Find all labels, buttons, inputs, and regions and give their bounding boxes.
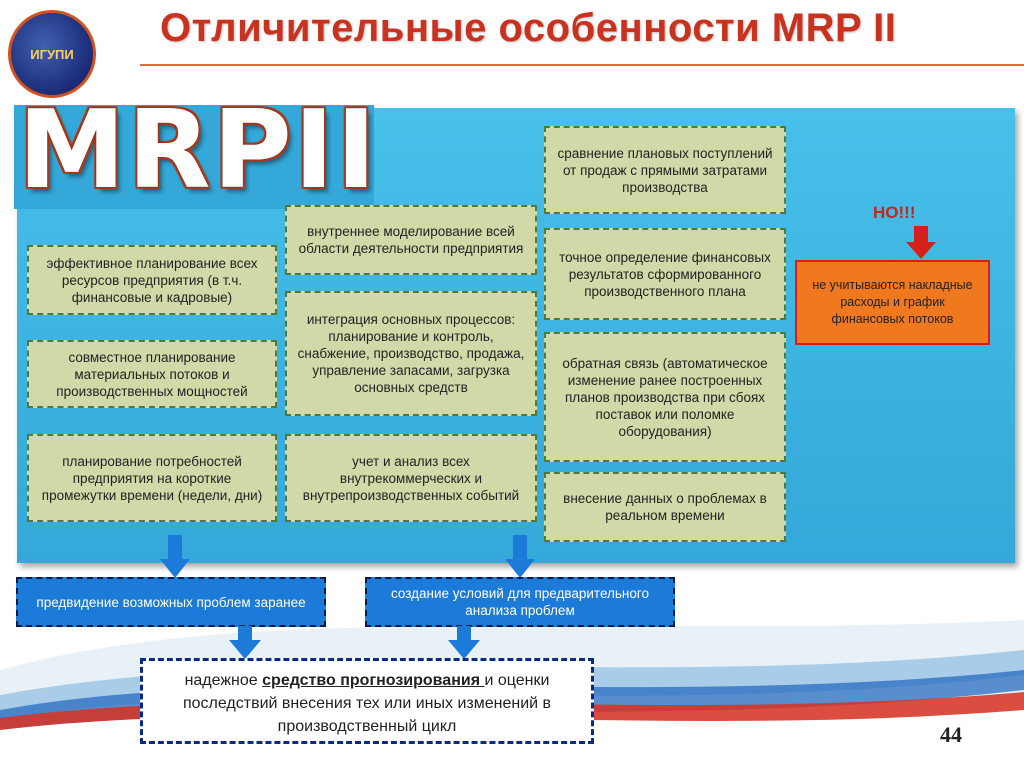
conclusion-box: надежное средство прогнозирования и оцен… <box>140 658 594 744</box>
caveat-box: не учитываются накладные расходы и графи… <box>795 260 990 345</box>
outcome-box-analysis: создание условий для предварительного ан… <box>365 577 675 627</box>
down-arrow-icon <box>906 226 936 259</box>
page-number: 44 <box>940 722 962 747</box>
conclusion-emphasis: средство прогнозирования <box>262 672 485 689</box>
feature-box-resource-planning: эффективное планирование всех ресурсов п… <box>27 245 277 315</box>
down-arrow-icon <box>160 535 190 578</box>
down-arrow-icon <box>229 626 261 659</box>
mrp-heading: MRPII <box>18 88 379 213</box>
feature-box-short-term-planning: планирование потребностей предприятия на… <box>27 434 277 522</box>
outcome-box-foresight: предвидение возможных проблем заранее <box>16 577 326 627</box>
feature-box-sales-comparison: сравнение плановых поступлений от продаж… <box>544 126 786 214</box>
university-logo: ИГУПИ <box>8 10 96 98</box>
feature-box-realtime-data: внесение данных о проблемах в реальном в… <box>544 472 786 542</box>
mrp-heading-backdrop <box>14 105 374 209</box>
title-divider <box>140 64 1024 66</box>
feature-box-feedback: обратная связь (автоматическое изменение… <box>544 332 786 462</box>
down-arrow-icon <box>505 535 535 578</box>
conclusion-suffix: и оценки последствий внесения тех или ин… <box>182 672 552 735</box>
feature-box-joint-planning: совместное планирование материальных пот… <box>27 340 277 408</box>
caveat-label: НО!!! <box>873 203 916 222</box>
page-title: Отличительные особенности MRP II <box>160 6 897 50</box>
feature-box-financial-results: точное определение финансовых результато… <box>544 228 786 320</box>
down-arrow-icon <box>448 626 480 659</box>
feature-box-internal-modeling: внутреннее моделирование всей области де… <box>285 205 537 275</box>
feature-box-event-accounting: учет и анализ всех внутрекоммерческих и … <box>285 434 537 522</box>
logo-text: ИГУПИ <box>30 47 74 62</box>
feature-box-process-integration: интеграция основных процессов: планирова… <box>285 291 537 416</box>
conclusion-prefix: надежное <box>184 672 263 689</box>
